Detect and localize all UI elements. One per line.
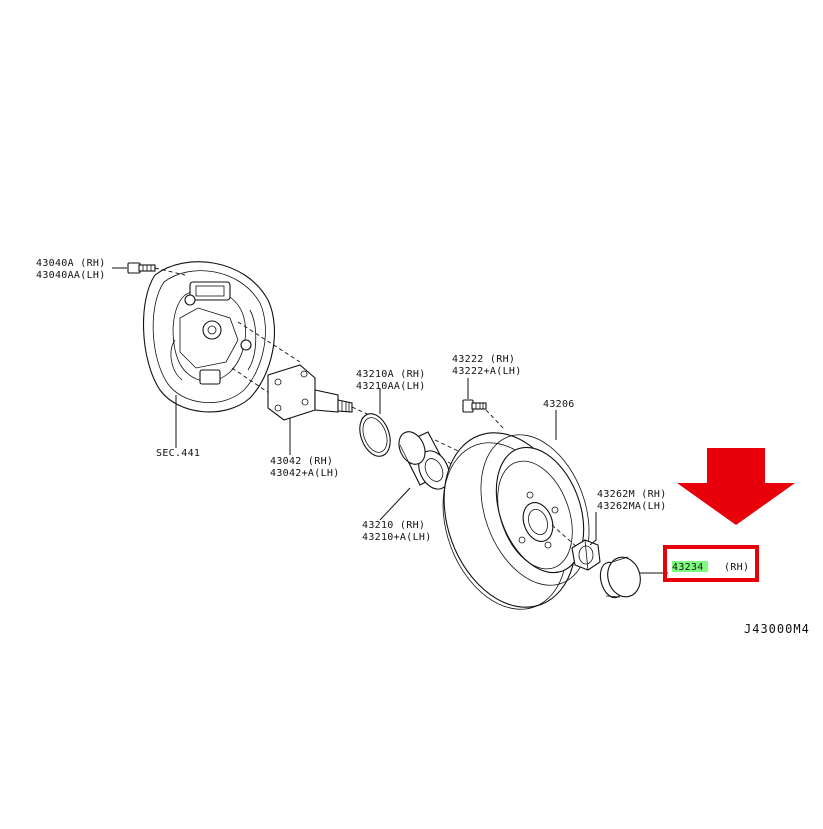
label-bolt-rh: 43040A (RH)	[36, 258, 106, 269]
highlight-box	[663, 545, 759, 582]
hub-spindle-43042	[267, 364, 381, 421]
label-snap-lh: 43210AA(LH)	[356, 381, 426, 392]
brake-drum-43206	[442, 432, 590, 610]
leader-bearing	[379, 487, 411, 521]
down-arrow-icon	[677, 448, 795, 525]
label-cap-side: (RH)	[724, 562, 749, 573]
bolt-43040a	[127, 262, 186, 276]
snap-ring-43210a	[359, 413, 391, 457]
wheel-stud-43222	[462, 399, 487, 413]
dash-plate-hub	[237, 321, 301, 363]
label-hub-lh: 43042+A(LH)	[270, 468, 340, 479]
diagram-id: J43000M4	[744, 622, 810, 636]
label-bearing-lh: 43210+A(LH)	[362, 532, 432, 543]
label-nut-rh: 43262M (RH)	[597, 489, 667, 500]
label-bolt-lh: 43040AA(LH)	[36, 270, 106, 281]
label-stud-rh: 43222 (RH)	[452, 354, 515, 365]
label-drum: 43206	[543, 399, 575, 410]
label-nut-lh: 43262MA(LH)	[597, 501, 667, 512]
brake-backing-plate	[143, 261, 275, 413]
dash-stud-drum	[485, 409, 506, 431]
leader-nut	[589, 512, 597, 546]
label-cap-part: 43234	[672, 562, 704, 573]
grease-cap-43234	[599, 556, 641, 599]
dash-plate-hub-2	[231, 367, 273, 396]
label-hub-rh: 43042 (RH)	[270, 456, 333, 467]
label-bearing-rh: 43210 (RH)	[362, 520, 425, 531]
hub-nut-43262m	[571, 539, 601, 571]
part-number-highlight	[672, 561, 708, 572]
dash-drum-nut	[551, 524, 579, 549]
label-stud-lh: 43222+A(LH)	[452, 366, 522, 377]
label-snap-rh: 43210A (RH)	[356, 369, 426, 380]
label-sec: SEC.441	[156, 448, 200, 459]
wheel-bearing-43210	[398, 431, 531, 506]
